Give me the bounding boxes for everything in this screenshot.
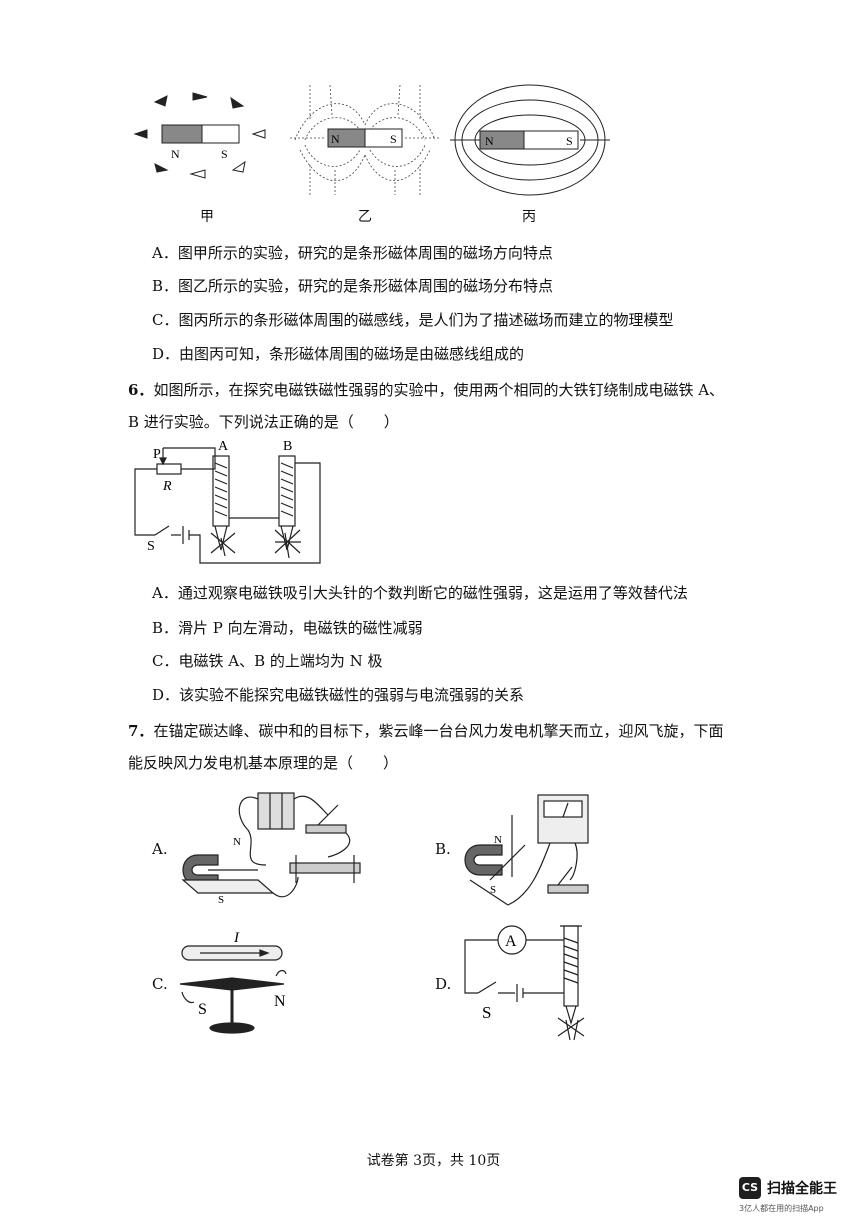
- q7-stem-line2: 能反映风力发电机基本原理的是（ ）: [128, 754, 399, 772]
- q7-d-label-s: S: [482, 1003, 491, 1022]
- caption-bing: 丙: [522, 209, 536, 225]
- q6-number: 6．: [128, 381, 154, 399]
- q7-c-label-s: S: [198, 1001, 207, 1018]
- q7-option-b-label: B.: [435, 840, 451, 858]
- q7-number: 7．: [128, 722, 154, 740]
- q6-label-s: S: [147, 539, 155, 554]
- jia-s-label: S: [221, 147, 228, 161]
- q7-a-label-s: S: [218, 894, 224, 906]
- yi-n-label: N: [331, 132, 340, 146]
- q6-option-b: B．滑片 P 向左滑动，电磁铁的磁性减弱: [152, 619, 423, 637]
- q7-option-d-label: D.: [435, 975, 452, 993]
- q6-label-p: P: [153, 447, 161, 462]
- q7-figure-d-electromagnet: A S: [464, 925, 585, 1041]
- q6-stem-line2: B 进行实验。下列说法正确的是（ ）: [128, 413, 399, 431]
- q7-b-label-s: S: [490, 884, 496, 896]
- q7-c-label-n: N: [274, 993, 286, 1010]
- bing-s-label: S: [566, 134, 573, 148]
- caption-yi: 乙: [358, 209, 372, 225]
- q6-label-a: A: [218, 439, 229, 454]
- q7-figure-b-generator: N S: [464, 794, 589, 906]
- q7-option-a-label: A.: [152, 840, 168, 858]
- q5-option-a: A．图甲所示的实验，研究的是条形磁体周围的磁场方向特点: [152, 244, 553, 262]
- q6-stem-text1: 如图所示，在探究电磁铁磁性强弱的实验中，使用两个相同的大铁钉绕制成电磁铁 A、: [153, 381, 725, 399]
- q7-c-label-i: I: [233, 930, 240, 946]
- figure-jia-compass-magnet: N S: [133, 92, 266, 179]
- figure-bing-field-lines: N S: [450, 84, 610, 196]
- q6-option-a: A．通过观察电磁铁吸引大头针的个数判断它的磁性强弱，这是运用了等效替代法: [152, 584, 688, 602]
- q6-label-r: R: [162, 479, 172, 494]
- q5-option-d: D．由图丙可知，条形磁体周围的磁场是由磁感线组成的: [152, 345, 525, 363]
- q6-stem-line1: 6．如图所示，在探究电磁铁磁性强弱的实验中，使用两个相同的大铁钉绕制成电磁铁 A…: [128, 379, 724, 400]
- q7-figure-a-motor: N S: [181, 792, 361, 906]
- q7-stem-text1: 在锚定碳达峰、碳中和的目标下，紫云峰一台台风力发电机擎天而立，迎风飞旋，下面: [153, 722, 724, 740]
- q6-option-d: D．该实验不能探究电磁铁磁性的强弱与电流强弱的关系: [152, 686, 525, 704]
- bing-n-label: N: [485, 134, 494, 148]
- q7-b-label-n: N: [494, 834, 502, 846]
- caption-jia: 甲: [200, 209, 214, 225]
- q7-a-label-n: N: [233, 836, 241, 848]
- q6-circuit-figure: P R S A B: [134, 439, 321, 564]
- camscanner-tagline: 3亿人都在用的扫描App: [739, 1204, 824, 1213]
- q7-option-c-label: C.: [152, 975, 168, 993]
- jia-n-label: N: [171, 147, 180, 161]
- page-footer: 试卷第 3页，共 10页: [366, 1153, 501, 1169]
- camscanner-name: 扫描全能王: [767, 1181, 837, 1197]
- q5-option-c: C．图丙所示的条形磁体周围的磁感线，是人们为了描述磁场而建立的物理模型: [152, 311, 674, 329]
- q7-stem-line1: 7．在锚定碳达峰、碳中和的目标下，紫云峰一台台风力发电机擎天而立，迎风飞旋，下面: [128, 720, 723, 741]
- q7-figure-c-oersted: I S N: [179, 930, 287, 1034]
- q6-option-c: C．电磁铁 A、B 的上端均为 N 极: [152, 652, 383, 670]
- q5-option-b: B．图乙所示的实验，研究的是条形磁体周围的磁场分布特点: [152, 277, 554, 295]
- q7-d-label-ammeter: A: [505, 933, 517, 950]
- q6-label-b: B: [283, 439, 292, 454]
- camscanner-logo-icon: CS: [739, 1177, 761, 1199]
- figure-yi-iron-filings: N S: [290, 84, 440, 195]
- yi-s-label: S: [390, 132, 397, 146]
